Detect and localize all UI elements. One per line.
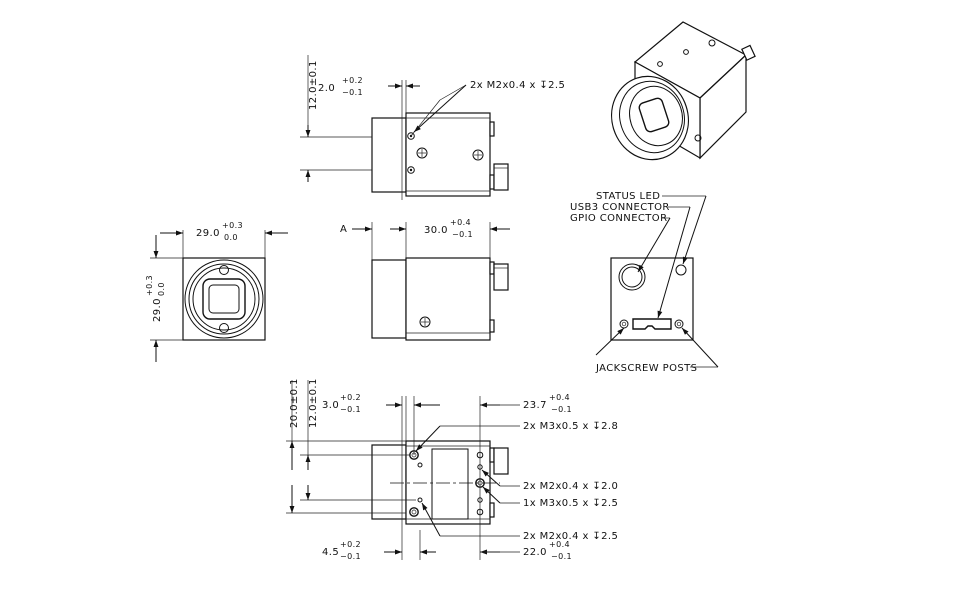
tol-minus: −0.1 bbox=[551, 405, 572, 414]
tol-minus: −0.1 bbox=[340, 552, 361, 561]
screw-icon bbox=[419, 316, 431, 328]
tol-minus: −0.1 bbox=[342, 88, 363, 97]
datum-label: A bbox=[340, 224, 347, 235]
bottom-view: 20.0±0.1 12.0±0.1 3.0 +0.2 −0.1 23.7 +0.… bbox=[286, 378, 618, 561]
m2-hole-icon bbox=[407, 132, 415, 140]
top-holes-callout: 2x M2x0.4 x ↧2.5 bbox=[470, 80, 565, 91]
top-height-dim: 12.0±0.1 bbox=[308, 60, 319, 110]
m3-hole-icon bbox=[409, 507, 419, 517]
tol-plus: +0.4 bbox=[549, 540, 570, 549]
side-depth-dim: 30.0 bbox=[424, 225, 448, 236]
bottom-m3-top-callout: 2x M3x0.5 x ↧2.8 bbox=[523, 421, 618, 432]
usb3-port-icon bbox=[632, 318, 672, 330]
screw-icon bbox=[219, 265, 229, 275]
jackscrew-posts-label: JACKSCREW POSTS bbox=[595, 363, 697, 374]
bottom-m3-right-callout: 1x M3x0.5 x ↧2.5 bbox=[523, 498, 618, 509]
side-view: A 30.0 +0.4 −0.1 bbox=[340, 218, 510, 341]
top-view: 2.0 +0.2 −0.1 12.0±0.1 2x M2x0.4 x ↧2.5 bbox=[300, 55, 565, 200]
tol-minus: −0.1 bbox=[340, 405, 361, 414]
gpio-connector-label: GPIO CONNECTOR bbox=[570, 213, 667, 224]
front-view: 29.0 +0.3 0.0 29.0 +0.3 0.0 bbox=[145, 221, 288, 362]
isometric-view bbox=[611, 21, 756, 161]
tol-plus: +0.2 bbox=[340, 393, 361, 402]
bottom-span-bottom-dim: 22.0 bbox=[523, 547, 547, 558]
status-led-label: STATUS LED bbox=[596, 191, 660, 202]
status-led-icon bbox=[675, 264, 687, 276]
bottom-m2-bottom-callout: 2x M2x0.4 x ↧2.5 bbox=[523, 531, 618, 542]
bottom-top-offset-dim: 3.0 bbox=[322, 400, 339, 411]
m2-hole-icon bbox=[407, 166, 415, 174]
bottom-left-offset-dim: 4.5 bbox=[322, 547, 339, 558]
tol-plus: +0.4 bbox=[549, 393, 570, 402]
tol-minus: 0.0 bbox=[224, 233, 238, 242]
top-offset-dim: 2.0 bbox=[318, 83, 335, 94]
tol-minus: −0.1 bbox=[452, 230, 473, 239]
bottom-height-outer-dim: 20.0±0.1 bbox=[289, 378, 300, 428]
tol-minus: −0.1 bbox=[551, 552, 572, 561]
screw-icon bbox=[219, 323, 229, 333]
screw-icon bbox=[416, 147, 428, 159]
screw-icon bbox=[472, 149, 484, 161]
tol-minus: 0.0 bbox=[157, 282, 166, 296]
bottom-m2-right-callout: 2x M2x0.4 x ↧2.0 bbox=[523, 481, 618, 492]
usb3-connector-label: USB3 CONNECTOR bbox=[570, 202, 670, 213]
tol-plus: +0.2 bbox=[340, 540, 361, 549]
front-height-dim: 29.0 bbox=[152, 298, 163, 322]
jackscrew-post-icon bbox=[674, 319, 684, 329]
tol-plus: +0.4 bbox=[450, 218, 471, 227]
tol-plus: +0.3 bbox=[222, 221, 243, 230]
m2-hole-icon bbox=[417, 462, 423, 468]
bottom-height-inner-dim: 12.0±0.1 bbox=[308, 378, 319, 428]
rear-view: STATUS LED USB3 CONNECTOR GPIO CONNECTOR… bbox=[570, 191, 719, 374]
tol-plus: +0.3 bbox=[145, 275, 154, 296]
bottom-span-top-dim: 23.7 bbox=[523, 400, 547, 411]
m2-hole-icon bbox=[417, 497, 423, 503]
front-width-dim: 29.0 bbox=[196, 228, 220, 239]
tol-plus: +0.2 bbox=[342, 76, 363, 85]
